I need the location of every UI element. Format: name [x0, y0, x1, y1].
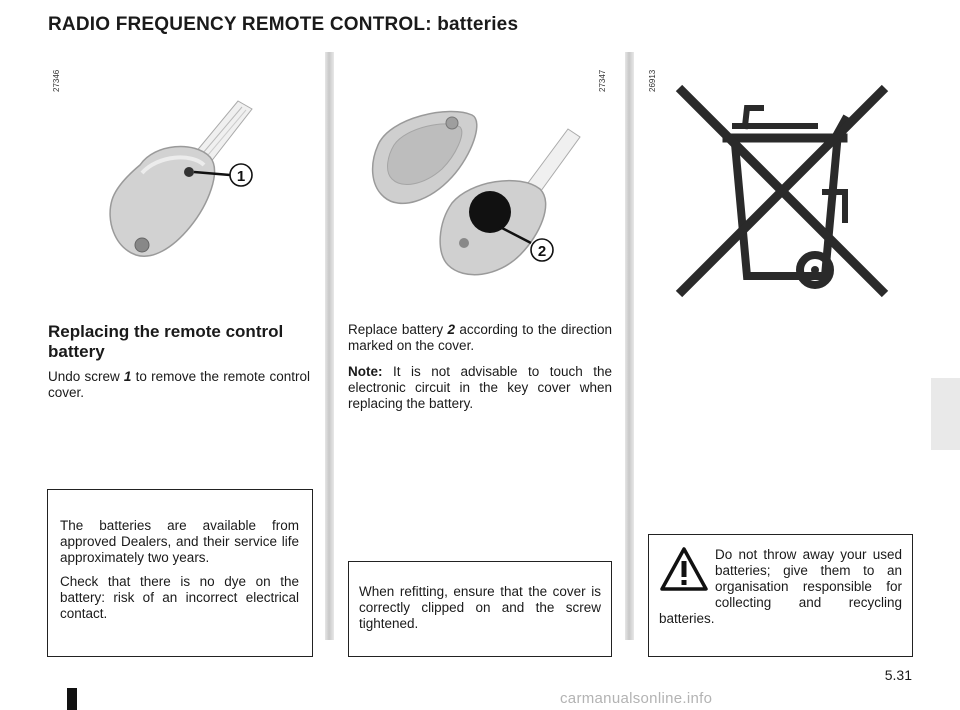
key-base: [439, 128, 581, 276]
callout-1: [229, 163, 253, 187]
refit-info-text: When refitting, ensure that the cover is…: [359, 584, 601, 631]
callout-2-label: 2: [538, 243, 546, 260]
section1-paragraph: Undo screw 1 to remove the remote contro…: [48, 369, 310, 400]
key-cover-open: [371, 110, 478, 205]
section2-paragraph: Replace battery 2 according to the direc…: [348, 322, 612, 353]
disposal-warning-box: Do not throw away your used batteries; g…: [648, 534, 913, 657]
figure-code-3: 26913: [648, 69, 657, 92]
screw-reference: 1: [123, 369, 132, 384]
crossed-bin-icon: [675, 84, 889, 298]
warning-triangle-icon: [660, 547, 708, 591]
figure-code-1: 27346: [52, 69, 61, 92]
column-separator-right: [625, 52, 634, 640]
key-ring-hole: [134, 237, 150, 253]
column-separator-left: [325, 52, 334, 640]
watermark: carmanualsonline.info: [560, 690, 713, 707]
battery-info-p2: Check that there is no dye on the batter…: [60, 574, 299, 621]
screw-1: [184, 167, 194, 177]
page-number: 5.31: [884, 667, 912, 683]
note-label: Note:: [348, 364, 383, 379]
remote-key-illustration: 1: [109, 100, 253, 257]
disposal-warning-text: Do not throw away your used batteries; g…: [659, 547, 902, 626]
battery-2: [469, 191, 511, 233]
opened-key-illustration: 2: [371, 110, 581, 276]
refit-info-box: When refitting, ensure that the cover is…: [348, 561, 612, 657]
page-title: RADIO FREQUENCY REMOTE CONTROL: batterie…: [48, 14, 519, 35]
battery-info-p1: The batteries are available from approve…: [60, 518, 299, 565]
footer-marker: [67, 688, 77, 710]
cross-line-2: [675, 84, 889, 298]
callout-2: [530, 238, 554, 262]
note-paragraph: Note: It is not advisable to touch the e…: [348, 364, 612, 411]
section-side-tab: [931, 378, 960, 450]
section-heading: Replacing the remote control battery: [48, 322, 284, 361]
callout-1-label: 1: [237, 168, 245, 185]
figure-code-2: 27347: [598, 69, 607, 92]
battery-info-box: The batteries are available from approve…: [47, 489, 313, 657]
battery-reference: 2: [447, 322, 456, 337]
